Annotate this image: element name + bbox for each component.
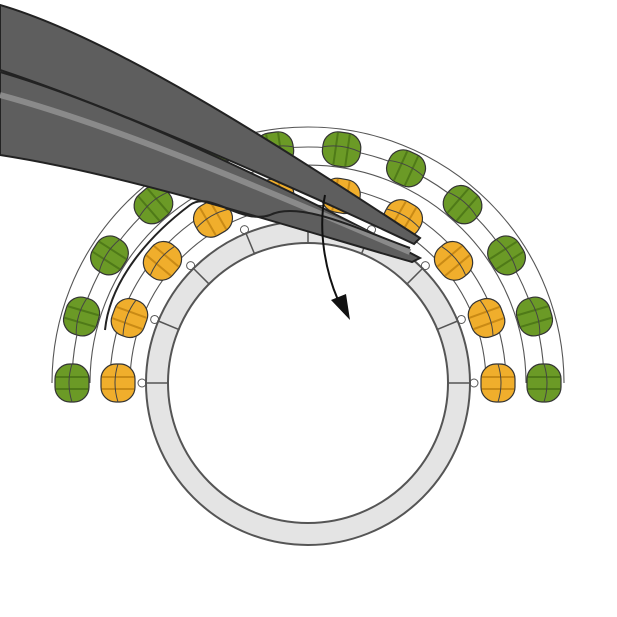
yellow-bead: [467, 297, 506, 339]
yellow-bead-hole-left: [112, 317, 143, 331]
thread-knot: [239, 225, 249, 235]
green-bead-hole-right: [146, 187, 170, 214]
yellow-bead: [192, 199, 234, 238]
arrow-curve: [321, 194, 339, 301]
yellow-bead: [142, 240, 183, 281]
yellow-bead-thread: [497, 363, 502, 403]
green-bead: [442, 184, 483, 225]
green-bead-hole-left: [489, 240, 518, 260]
green-bead-hole-right: [67, 305, 99, 317]
thread-knot: [150, 314, 160, 324]
green-bead-thread: [447, 191, 478, 218]
thread-knot: [420, 261, 430, 271]
green-bead: [321, 131, 362, 168]
green-bead-body: [54, 363, 90, 403]
green-bead: [487, 235, 526, 276]
green-bead: [385, 149, 427, 188]
green-bead-body: [62, 296, 101, 337]
yellow-bead-hole-right: [444, 254, 471, 277]
green-bead-hole-right: [520, 316, 552, 328]
yellow-bead-thread: [114, 363, 119, 403]
green-bead-hole-right: [403, 155, 420, 186]
green-bead-hole-left: [137, 195, 161, 222]
yellow-bead-thread: [386, 208, 420, 229]
thread-knot: [186, 261, 196, 271]
yellow-bead-hole-right: [473, 317, 504, 331]
green-bead-hole-left: [393, 150, 409, 181]
thread-arc: [51, 126, 565, 384]
yellow-bead-hole-right: [209, 201, 228, 230]
green-bead-hole-left: [517, 305, 549, 317]
green-bead: [54, 363, 90, 403]
direction-arrow-icon: [104, 194, 411, 331]
green-bead-thread: [75, 298, 88, 335]
green-bead-hole-right: [455, 195, 479, 222]
ring-stitch-mark: [157, 319, 180, 331]
green-bead-hole-right: [495, 250, 524, 270]
yellow-bead-body: [433, 240, 474, 281]
yellow-bead-hole-left: [436, 245, 463, 268]
green-bead-hole-left: [92, 250, 121, 270]
green-bead-body: [487, 235, 526, 276]
thread-knot: [456, 314, 466, 324]
yellow-bead-body: [142, 240, 183, 281]
yellow-bead: [100, 363, 136, 403]
thread-path: [104, 200, 411, 331]
green-bead-thread: [68, 363, 73, 403]
ring-band: [137, 212, 479, 546]
yellow-bead: [433, 240, 474, 281]
green-bead-hole-left: [64, 316, 96, 328]
thread-knot: [137, 378, 147, 388]
green-bead-thread: [98, 239, 121, 272]
green-bead-thread: [388, 159, 424, 177]
yellow-bead-hole-right: [116, 305, 147, 319]
ring-stitch-mark: [436, 319, 459, 331]
ring-stitch-mark: [192, 267, 211, 286]
green-bead: [62, 296, 101, 337]
green-bead: [515, 296, 554, 337]
yellow-bead-thread: [122, 299, 137, 336]
green-bead-thread: [138, 191, 169, 218]
ring-stitch-mark: [405, 267, 424, 286]
green-bead-hole-right: [98, 240, 127, 260]
yellow-bead-hole-right: [153, 245, 180, 268]
yellow-bead-body: [100, 363, 136, 403]
green-bead: [90, 235, 129, 276]
yellow-bead-thread: [196, 208, 230, 229]
thread-arc: [71, 146, 545, 384]
yellow-bead-body: [480, 363, 516, 403]
green-bead: [526, 363, 562, 403]
green-bead: [133, 184, 174, 225]
green-bead-thread: [543, 363, 548, 403]
green-bead-thread: [495, 239, 518, 272]
green-bead-body: [526, 363, 562, 403]
green-bead-body: [515, 296, 554, 337]
yellow-bead-thread: [479, 299, 494, 336]
yellow-bead-thread: [441, 245, 467, 276]
thread-knot: [469, 378, 479, 388]
yellow-bead: [480, 363, 516, 403]
green-bead-thread: [322, 145, 361, 153]
green-bead-body: [442, 184, 483, 225]
ring-band-inner: [167, 242, 449, 524]
green-bead-body: [321, 131, 362, 168]
yellow-bead: [110, 297, 149, 339]
arrow-head: [331, 294, 350, 320]
yellow-bead-hole-left: [198, 207, 217, 236]
ring-stitch-mark: [244, 232, 256, 255]
yellow-bead-hole-left: [145, 254, 172, 277]
yellow-bead-thread: [149, 245, 175, 276]
green-bead-hole-left: [332, 132, 339, 165]
green-bead-hole-right: [344, 134, 351, 167]
tweezers-highlight: [0, 92, 412, 255]
green-bead-thread: [528, 298, 541, 335]
green-bead-hole-left: [446, 187, 470, 214]
yellow-bead-hole-left: [469, 305, 500, 319]
